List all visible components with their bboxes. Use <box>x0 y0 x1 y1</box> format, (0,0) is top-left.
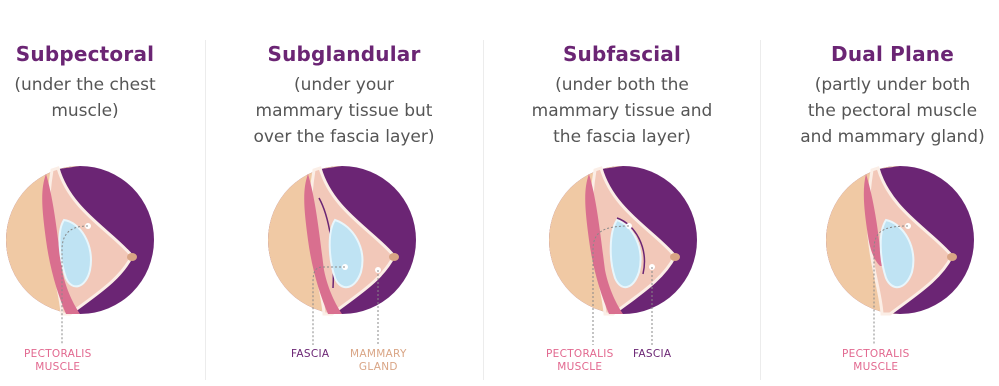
subglandular-diagram <box>235 160 453 320</box>
nipple <box>670 253 680 261</box>
description-line: the pectoral muscle <box>790 98 995 124</box>
label-line: MUSCLE <box>24 361 92 374</box>
panel-title: Subpectoral <box>0 42 170 66</box>
nipple <box>389 253 399 261</box>
label-line: MUSCLE <box>842 361 910 374</box>
panel-description: (under the chest muscle) <box>0 72 170 124</box>
label-line: PECTORALIS <box>546 348 614 361</box>
label-line: PECTORALIS <box>24 348 92 361</box>
panel-description: (under your mammary tissue but over the … <box>235 72 453 150</box>
description-line: (under both the <box>513 72 731 98</box>
description-line: over the fascia layer) <box>235 124 453 150</box>
pectoralis-muscle-label: PECTORALIS MUSCLE <box>546 348 614 374</box>
dual-plane-diagram <box>790 160 995 320</box>
subpectoral-diagram <box>0 160 170 320</box>
fascia-label: FASCIA <box>633 348 671 361</box>
divider <box>760 40 761 380</box>
panel-title: Subglandular <box>235 42 453 66</box>
pectoralis-muscle-label: PECTORALIS MUSCLE <box>842 348 910 374</box>
nipple <box>947 253 957 261</box>
label-line: GLAND <box>350 361 407 374</box>
nipple <box>127 253 137 261</box>
description-line: (under the chest <box>0 72 170 98</box>
panel-title: Dual Plane <box>790 42 995 66</box>
divider <box>205 40 206 380</box>
panel-subpectoral: Subpectoral (under the chest muscle) PEC… <box>0 0 170 386</box>
label-line: MUSCLE <box>546 361 614 374</box>
description-line: mammary tissue and <box>513 98 731 124</box>
label-line: MAMMARY <box>350 348 407 361</box>
description-line: (partly under both <box>790 72 995 98</box>
description-line: (under your <box>235 72 453 98</box>
panel-title: Subfascial <box>513 42 731 66</box>
label-line: FASCIA <box>291 348 329 361</box>
panel-description: (under both the mammary tissue and the f… <box>513 72 731 150</box>
panel-dual-plane: Dual Plane (partly under both the pector… <box>790 0 995 386</box>
divider <box>483 40 484 380</box>
description-line: mammary tissue but <box>235 98 453 124</box>
description-line: and mammary gland) <box>790 124 995 150</box>
subfascial-diagram <box>513 160 731 320</box>
fascia-label: FASCIA <box>291 348 329 361</box>
mammary-gland-label: MAMMARY GLAND <box>350 348 407 374</box>
panel-subglandular: Subglandular (under your mammary tissue … <box>235 0 453 386</box>
pectoralis-muscle-label: PECTORALIS MUSCLE <box>24 348 92 374</box>
label-line: PECTORALIS <box>842 348 910 361</box>
panel-description: (partly under both the pectoral muscle a… <box>790 72 995 150</box>
description-line: muscle) <box>0 98 170 124</box>
label-line: FASCIA <box>633 348 671 361</box>
description-line: the fascia layer) <box>513 124 731 150</box>
panel-subfascial: Subfascial (under both the mammary tissu… <box>513 0 731 386</box>
